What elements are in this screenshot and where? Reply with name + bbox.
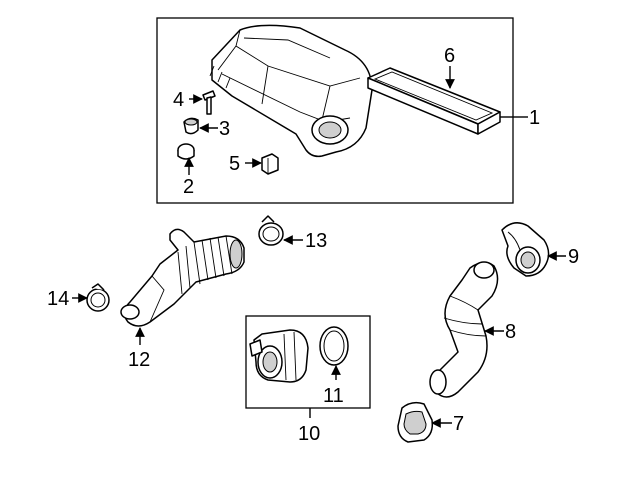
sensor-gasket [319,326,349,366]
clip [261,153,279,175]
callout-11: 11 [323,385,344,407]
mass-air-flow-sensor [249,329,309,383]
callout-10: 10 [298,423,320,445]
callout-6: 6 [444,45,455,67]
callout-3: 3 [219,118,230,140]
callout-4: 4 [173,89,184,111]
hose-clamp-14 [86,283,110,312]
callout-1: 1 [529,107,540,129]
elbow-connector [501,222,550,277]
cap [177,143,195,160]
callout-14: 14 [47,288,69,310]
grommet [183,117,199,135]
callout-9: 9 [568,246,579,268]
callout-13: 13 [305,230,327,252]
callout-7: 7 [453,413,464,435]
sensor-box-10 [245,315,371,409]
callout-2: 2 [183,176,194,198]
seal [397,401,434,443]
callout-5: 5 [229,153,240,175]
assembly-box-1 [156,17,514,204]
air-hose [429,261,499,398]
intake-duct [120,228,245,327]
hose-clamp-13 [258,215,284,246]
push-pin [202,90,216,115]
callout-8: 8 [505,321,516,343]
callout-12: 12 [128,349,150,371]
air-cleaner-housing [209,24,373,158]
air-filter [367,67,501,135]
